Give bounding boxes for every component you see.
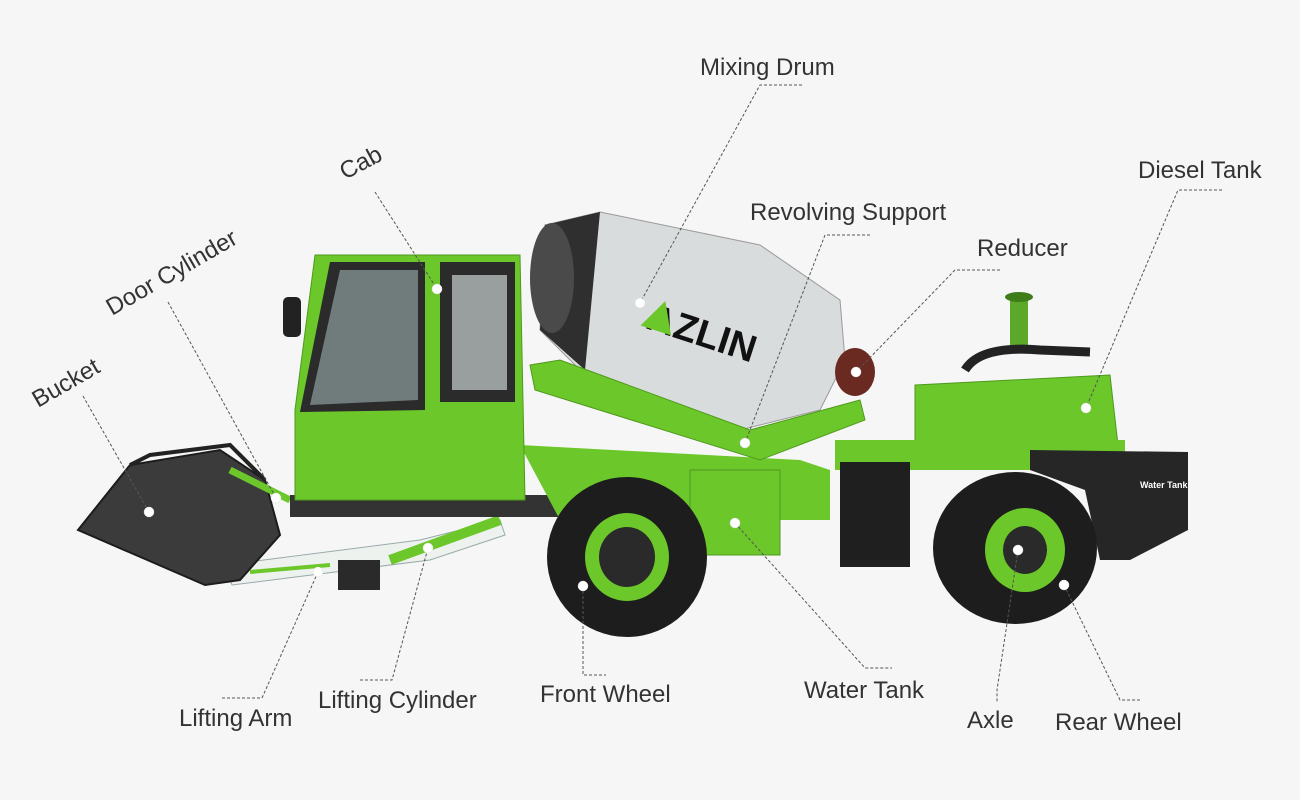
leader-lines	[82, 84, 1222, 702]
label-lifting-arm: Lifting Arm	[179, 705, 292, 732]
dot-cab	[431, 283, 443, 295]
dot-rear-wheel	[1058, 579, 1070, 591]
label-lifting-cylinder: Lifting Cylinder	[318, 687, 477, 714]
front-wheel-shape	[547, 477, 707, 637]
label-reducer: Reducer	[977, 235, 1068, 262]
dot-water-tank	[729, 517, 741, 529]
dot-door-cylinder	[270, 492, 282, 504]
dot-lifting-arm	[312, 566, 324, 578]
label-axle: Axle	[967, 707, 1014, 734]
dot-front-wheel	[577, 580, 589, 592]
lifting-cylinder-shape	[388, 515, 502, 565]
dot-bucket	[143, 506, 155, 518]
label-door-cylinder: Door Cylinder	[102, 224, 243, 321]
dot-lifting-cylinder	[422, 542, 434, 554]
label-diesel-tank: Diesel Tank	[1138, 157, 1263, 184]
revolving-support-shape	[529, 359, 866, 461]
label-mixing-drum: Mixing Drum	[700, 54, 835, 81]
tank-plate-text: Water Tank	[1140, 480, 1189, 490]
dot-reducer	[850, 366, 862, 378]
bucket-shape	[76, 448, 282, 587]
dot-axle	[1012, 544, 1024, 556]
label-revolving-support: Revolving Support	[750, 199, 946, 226]
label-rear-wheel: Rear Wheel	[1055, 709, 1182, 736]
dot-revolving-support	[739, 437, 751, 449]
label-front-wheel: Front Wheel	[540, 681, 671, 708]
dot-diesel-tank	[1080, 402, 1092, 414]
cab-shape	[283, 254, 526, 501]
marker-dots	[143, 283, 1092, 592]
vehicle-illustration: Water Tank AZLIN	[76, 211, 1189, 637]
dot-mixing-drum	[634, 297, 646, 309]
label-water-tank: Water Tank	[804, 677, 925, 704]
label-bucket: Bucket	[28, 353, 105, 413]
label-cab: Cab	[335, 141, 387, 186]
mixing-drum-shape: AZLIN	[530, 211, 846, 431]
